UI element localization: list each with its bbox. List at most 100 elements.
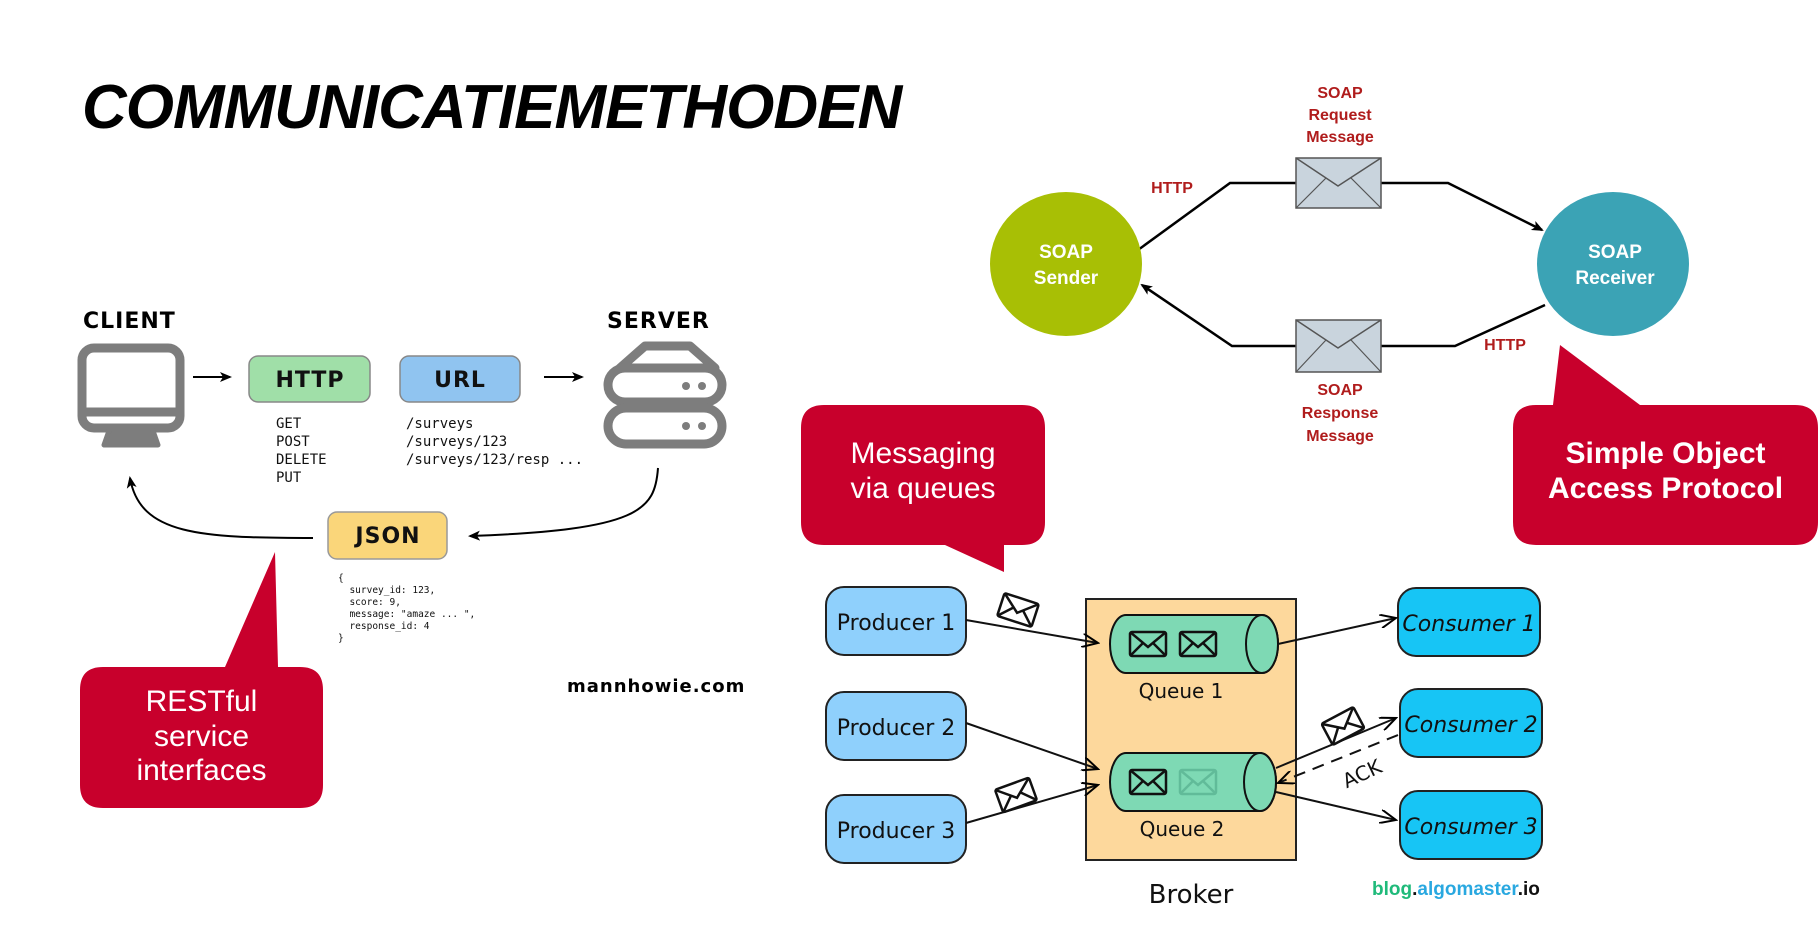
consumer-3: Consumer 3 [1399,790,1543,860]
restful-callout [80,552,323,808]
http-methods-list: GET POST DELETE PUT [276,416,327,486]
monitor-icon [77,343,185,448]
http-method: POST [276,434,310,450]
response-envelope-icon [1295,319,1382,373]
soap-callout-text: Simple Object Access Protocol [1513,437,1818,506]
producer-label: Producer 1 [837,611,955,636]
response-label-line: Response [1302,405,1379,422]
consumer-2: Consumer 2 [1399,688,1543,758]
consumer-label: Consumer 2 [1404,713,1537,738]
json-line: survey_id: 123, [338,585,435,596]
credit-part: . [1412,879,1417,900]
callout-line: Access Protocol [1547,471,1784,505]
restful-callout-text: RESTful service interfaces [80,685,323,789]
soap-request-line-right [1381,181,1544,232]
soap-sender: SOAP Sender [990,192,1142,336]
json-example: { survey_id: 123, score: 9, message: "am… [338,573,475,644]
queue-1: Queue 1 [1109,614,1279,703]
producer-2: Producer 2 [825,691,967,761]
receiver-label-line: Receiver [1575,268,1655,289]
client-label: CLIENT [83,309,176,334]
soap-diagram: SOAP Sender SOAP Receiver SOAP Request M… [990,85,1689,445]
json-label: JSON [353,524,420,549]
soap-receiver: SOAP Receiver [1537,192,1689,336]
http-top-label: HTTP [1151,180,1193,197]
envelope-icon [994,776,1038,814]
credit-part: io [1523,879,1540,900]
consumer-label: Consumer 1 [1402,612,1535,637]
http-label: HTTP [275,368,344,393]
messaging-callout [801,405,1045,572]
callout-line: service [153,719,250,753]
request-label-line: Request [1308,107,1372,124]
server-icon [603,341,727,449]
request-label-line: Message [1306,129,1374,146]
slide-title: COMMUNICATIEMETHODEN [82,73,902,142]
json-line: response_id: 4 [338,621,430,632]
queue-credit: blog.algomaster.io [1372,879,1540,900]
url-label: URL [434,368,486,393]
ack-label: ACK [1339,754,1387,793]
soap-response-line-right [1381,303,1546,348]
json-box: JSON [327,511,448,560]
json-line: score: 9, [338,597,401,608]
arrow-producer3-queue2 [965,785,1098,824]
json-line: } [338,633,344,644]
sender-label-line: SOAP [1039,242,1093,263]
arrow-producer2-queue2 [965,722,1098,769]
callout-line: RESTful [145,685,258,718]
request-envelope-icon [1295,157,1382,209]
rest-diagram: CLIENT SERVER HTTP UR [77,309,745,697]
queue-label: Queue 1 [1139,679,1224,703]
broker-label: Broker [1149,880,1234,910]
callout-line: via queues [850,471,996,505]
soap-callout [1513,345,1818,545]
url-path: /surveys [406,416,473,432]
faded-envelope-icon [1178,768,1218,796]
queue-2: Queue 2 [1109,752,1277,841]
soap-request-line-left [1137,181,1296,252]
callout-line: interfaces [136,754,267,787]
arrow-queue1-consumer1 [1277,618,1396,645]
ack-arrow [1278,734,1399,783]
envelope-icon [1320,706,1366,746]
response-label-line: Message [1306,428,1374,445]
receiver-label-line: SOAP [1588,242,1642,263]
callout-line: Messaging [850,437,996,470]
producer-label: Producer 2 [837,716,955,741]
message-envelope-icon [1128,768,1168,796]
arrow-producer1-queue1 [965,619,1098,643]
messaging-callout-text: Messaging via queues [801,437,1045,506]
envelope-icon [996,592,1040,628]
url-path: /surveys/123 [406,434,507,450]
credit-part: algomaster [1417,879,1519,900]
rest-credit: mannhowie.com [567,676,745,697]
credit-part: blog [1372,879,1412,900]
queue-diagram: Broker Producer 1 Producer 2 Producer 3 … [825,586,1543,910]
url-box: URL [399,355,521,403]
producer-label: Producer 3 [837,819,955,844]
server-label: SERVER [607,309,710,334]
producer-3: Producer 3 [825,794,967,864]
consumer-label: Consumer 3 [1404,815,1537,840]
credit-part: . [1518,879,1523,900]
soap-response-line-left [1140,283,1296,348]
http-method: PUT [276,470,302,486]
response-message-label: SOAP Response Message [1302,382,1379,445]
queue-label: Queue 2 [1140,817,1225,841]
json-line: message: "amaze ... ", [338,609,475,620]
message-envelope-icon [1178,630,1218,658]
arrow-json-to-client [126,476,314,539]
url-path: /surveys/123/resp ... [406,452,583,468]
url-list: /surveys /surveys/123 /surveys/123/resp … [406,416,583,468]
http-method: GET [276,416,302,432]
request-label-line: SOAP [1317,85,1363,102]
http-box: HTTP [248,355,371,403]
consumer-1: Consumer 1 [1397,587,1541,657]
arrow-server-to-json [468,467,659,541]
callout-line: Simple Object [1565,437,1766,470]
producer-1: Producer 1 [825,586,967,656]
http-bottom-label: HTTP [1484,337,1526,354]
http-method: DELETE [276,452,327,468]
